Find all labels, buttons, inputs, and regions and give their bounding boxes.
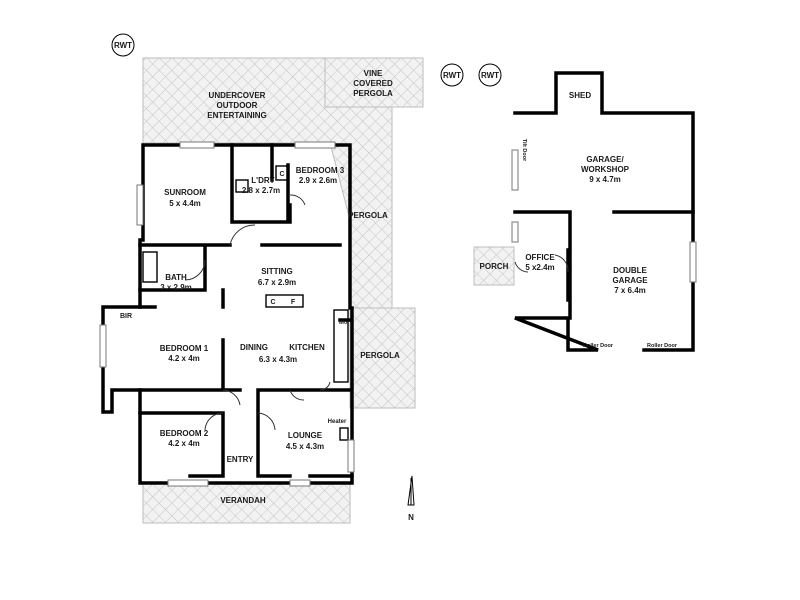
rwt-label-a: RWT [443,71,461,80]
vine-covered-pergola-area [324,57,424,108]
window [99,324,107,368]
kitchen-counter [265,294,304,308]
laundry-dims: 2.8 x 2.7m [242,186,280,195]
vine-label: VINE [364,69,383,78]
double-garage-name-2: GARAGE [612,276,648,285]
rwt-label-b: RWT [481,71,499,80]
lounge-name: LOUNGE [288,431,323,440]
wo-label: w/o [338,320,347,326]
bedroom3-dims: 2.9 x 2.6m [299,176,337,185]
garage-name-2: WORKSHOP [581,165,630,174]
window [289,479,311,487]
bath-name: BATH [165,273,187,282]
heater-box [339,427,349,441]
door-swing [204,412,224,431]
door-swing [289,389,305,401]
sunroom-dims: 5 x 4.4m [169,199,201,208]
laundry-name: L'DRY [251,176,275,185]
window [167,479,209,487]
main-house: RWT UNDERCOVER OUTDOOR ENTERTAINING VINE… [99,33,424,524]
sitting-name: SITTING [261,267,293,276]
pergola-lower-area [349,307,416,409]
double-garage-dims: 7 x 6.4m [614,286,646,295]
bedroom3-name: BEDROOM 3 [296,166,345,175]
outdoor-label: OUTDOOR [217,101,258,110]
door-swing [554,254,569,273]
verandah-area [142,482,351,524]
entry-label: ENTRY [227,455,254,464]
sitting-dims: 6.7 x 2.9m [258,278,296,287]
shed-label: SHED [569,91,591,100]
porch-area [473,246,515,286]
bath-dims: 3 x 2.9m [160,283,192,292]
bir-label: BIR [120,313,132,320]
laundry-tub [235,179,249,193]
covered-label: COVERED [353,79,393,88]
undercover-label: UNDERCOVER [209,91,266,100]
rwt-label: RWT [114,41,132,50]
north-arrow: N [407,475,415,522]
window [136,184,144,226]
house-exterior-wall [101,143,354,485]
kitchen-bench [333,309,349,383]
bedroom1-name: BEDROOM 1 [160,344,209,353]
door-swing [229,224,256,246]
tilt-door [511,149,519,191]
kitchen-name: KITCHEN [289,343,325,352]
heater-label: Heater [328,419,347,425]
dining-name: DINING [240,343,268,352]
cupboard-c-label: C [270,299,275,306]
door-swing [514,261,529,273]
pergola-label: PERGOLA [353,89,393,98]
garage-dims: 9 x 4.7m [589,175,621,184]
dining-dims: 6.3 x 4.3m [259,355,297,364]
outbuilding: RWT RWT SHED GARAGE/ WORKSHOP 9 x 4.7m P… [440,63,697,352]
door-swing [289,194,306,206]
office-name: OFFICE [525,253,555,262]
north-label: N [408,513,414,522]
double-garage-name: DOUBLE [613,266,647,275]
porch-label: PORCH [480,262,509,271]
bedroom2-name: BEDROOM 2 [160,429,209,438]
rwt-tank-a [440,63,464,87]
outbuilding-interior-walls [513,210,695,320]
tilt-door-label: Tilt Door [521,139,527,162]
outbuilding-exterior-wall [513,71,695,352]
window [689,241,697,283]
bedroom1-dims: 4.2 x 4m [168,354,200,363]
robe-c-label: C [279,171,284,178]
window [347,439,355,473]
pergola-upper-label: PERGOLA [348,211,388,220]
office-dims: 5 x2.4m [525,263,554,272]
garage-name: GARAGE/ [586,155,624,164]
door-swing [184,259,206,281]
rwt-tank [111,33,135,57]
roller-door-label-b: Roller Door [647,343,678,349]
bedroom2-dims: 4.2 x 4m [168,439,200,448]
window [511,221,519,243]
window [179,141,215,149]
door-swing [222,389,241,406]
lounge-dims: 4.5 x 4.3m [286,442,324,451]
bath-tub [142,251,158,283]
door-swing [257,412,276,431]
entertaining-label: ENTERTAINING [207,111,266,120]
roller-door-label-a: Roller Door [583,343,614,349]
bedroom3-robe [275,165,289,181]
verandah-label: VERANDAH [220,496,266,505]
rwt-tank-b [478,63,502,87]
window [294,141,336,149]
door-swing [319,381,331,391]
pergola-lower-label: PERGOLA [360,351,400,360]
sunroom-name: SUNROOM [164,188,206,197]
fridge-f-label: F [291,299,296,306]
